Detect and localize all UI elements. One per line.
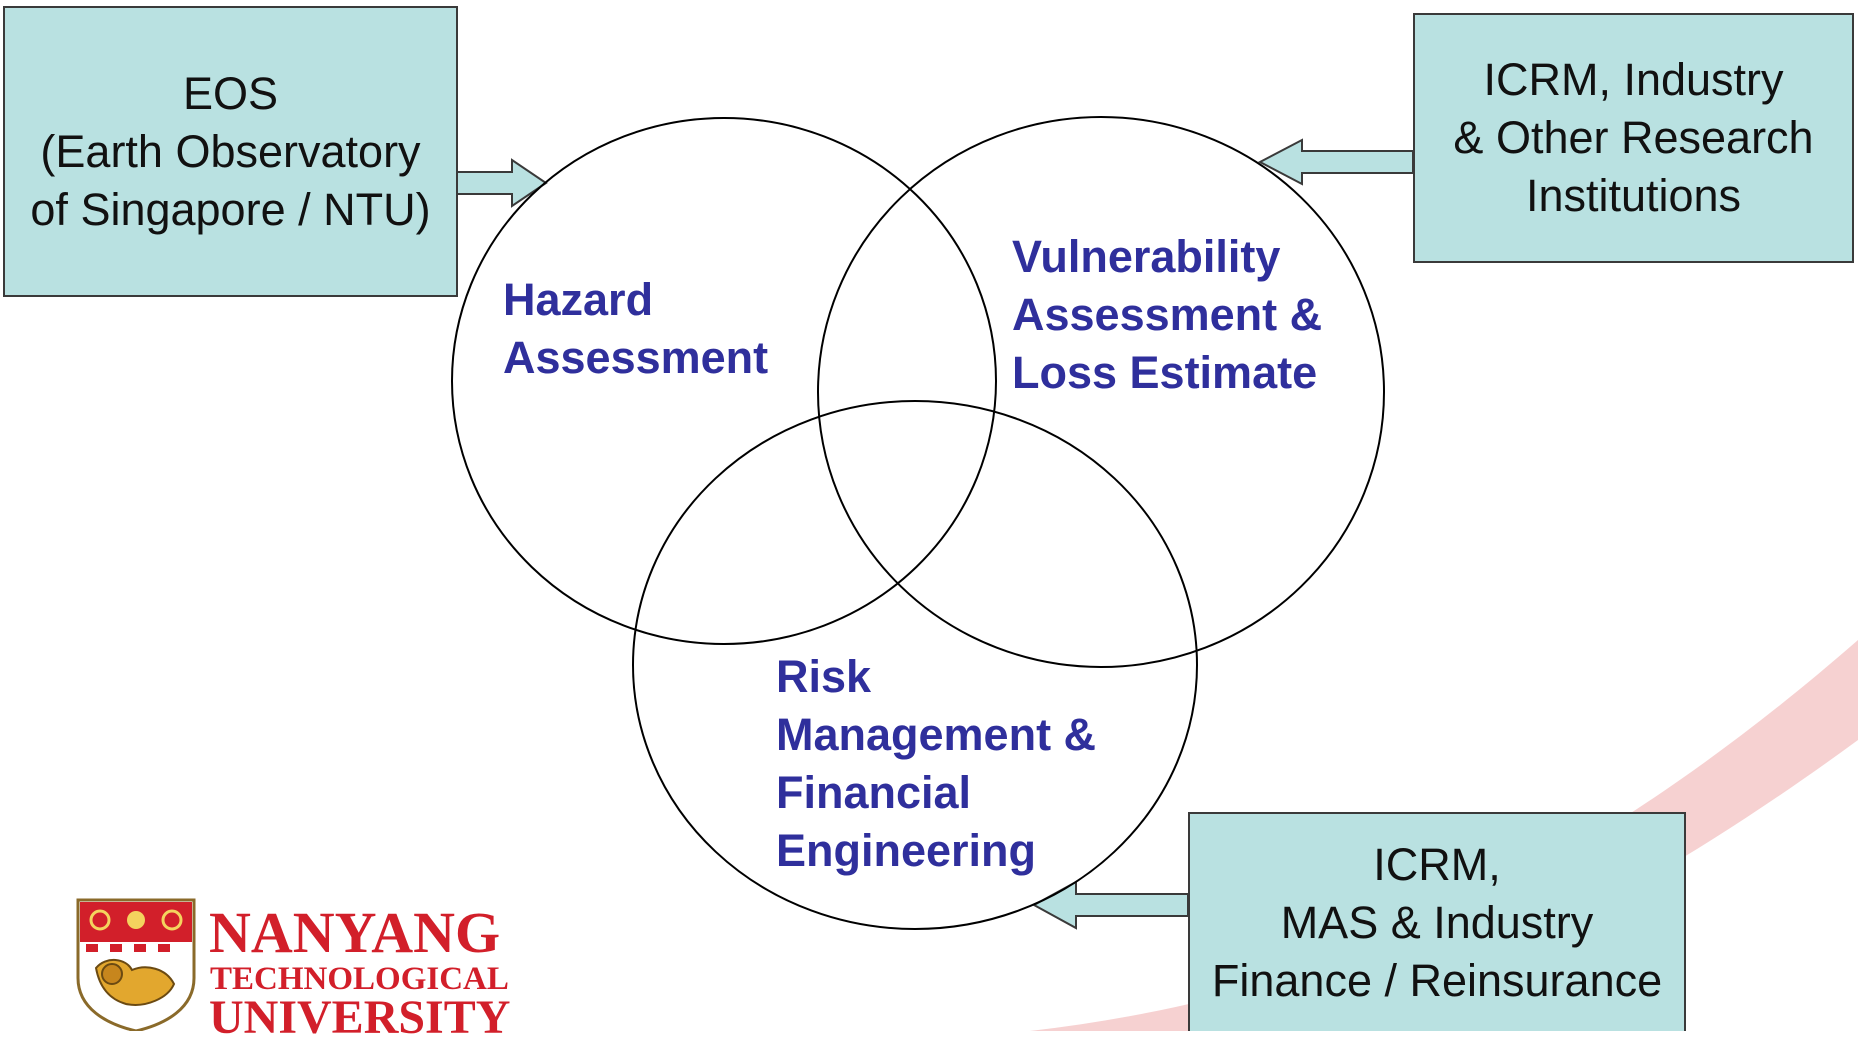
- logo-technological: TECHNOLOGICAL: [210, 961, 509, 997]
- eos-box-line: EOS: [182, 67, 279, 119]
- icrm-finance-box-line: ICRM,: [1373, 838, 1501, 890]
- eos-box-line: of Singapore / NTU): [30, 183, 431, 235]
- circle-vulnerability: [817, 116, 1385, 668]
- icrm-finance-box-text: ICRM, MAS & Industry Finance / Reinsuran…: [1212, 836, 1662, 1010]
- hazard-label-line: Assessment: [503, 332, 769, 383]
- risk-label-line: Engineering: [776, 825, 1037, 876]
- risk-label-line: Risk: [776, 651, 872, 702]
- risk-label-line: Management &: [776, 709, 1097, 760]
- vulnerability-label-line: Assessment &: [1012, 289, 1323, 340]
- eos-box-line: (Earth Observatory: [40, 125, 421, 177]
- risk-label: Risk Management & Financial Engineering: [776, 648, 1096, 880]
- arrow-eos-to-hazard: [456, 158, 548, 208]
- icrm-finance-box-line: Finance / Reinsurance: [1211, 954, 1663, 1006]
- vulnerability-label: Vulnerability Assessment & Loss Estimate: [1012, 228, 1322, 402]
- hazard-label-line: Hazard: [503, 274, 654, 325]
- eos-box: EOS (Earth Observatory of Singapore / NT…: [3, 6, 458, 297]
- icrm-industry-box: ICRM, Industry & Other Research Institut…: [1413, 13, 1854, 263]
- ntu-crest-icon: [76, 898, 196, 1031]
- eos-box-text: EOS (Earth Observatory of Singapore / NT…: [30, 65, 430, 239]
- logo-nanyang: NANYANG: [209, 900, 501, 965]
- icrm-industry-box-text: ICRM, Industry & Other Research Institut…: [1453, 51, 1813, 225]
- circle-hazard: [451, 117, 997, 645]
- circle-risk: [632, 400, 1198, 930]
- ntu-logo: NANYANG TECHNOLOGICAL UNIVERSITY: [76, 898, 516, 1042]
- icrm-finance-box-line: MAS & Industry: [1280, 896, 1594, 948]
- arrow-icrm-to-vulnerability: [1257, 138, 1414, 186]
- vulnerability-label-line: Loss Estimate: [1012, 347, 1318, 398]
- logo-university: UNIVERSITY: [209, 991, 511, 1044]
- icrm-finance-box: ICRM, MAS & Industry Finance / Reinsuran…: [1188, 812, 1686, 1031]
- risk-label-line: Financial: [776, 767, 972, 818]
- icrm-industry-box-line: ICRM, Industry: [1483, 54, 1784, 105]
- icrm-industry-box-line: & Other Research: [1453, 112, 1814, 163]
- vulnerability-label-line: Vulnerability: [1012, 231, 1281, 282]
- hazard-label: Hazard Assessment: [503, 271, 768, 387]
- arrow-icrm-to-risk: [1031, 880, 1189, 930]
- icrm-industry-box-line: Institutions: [1525, 170, 1742, 221]
